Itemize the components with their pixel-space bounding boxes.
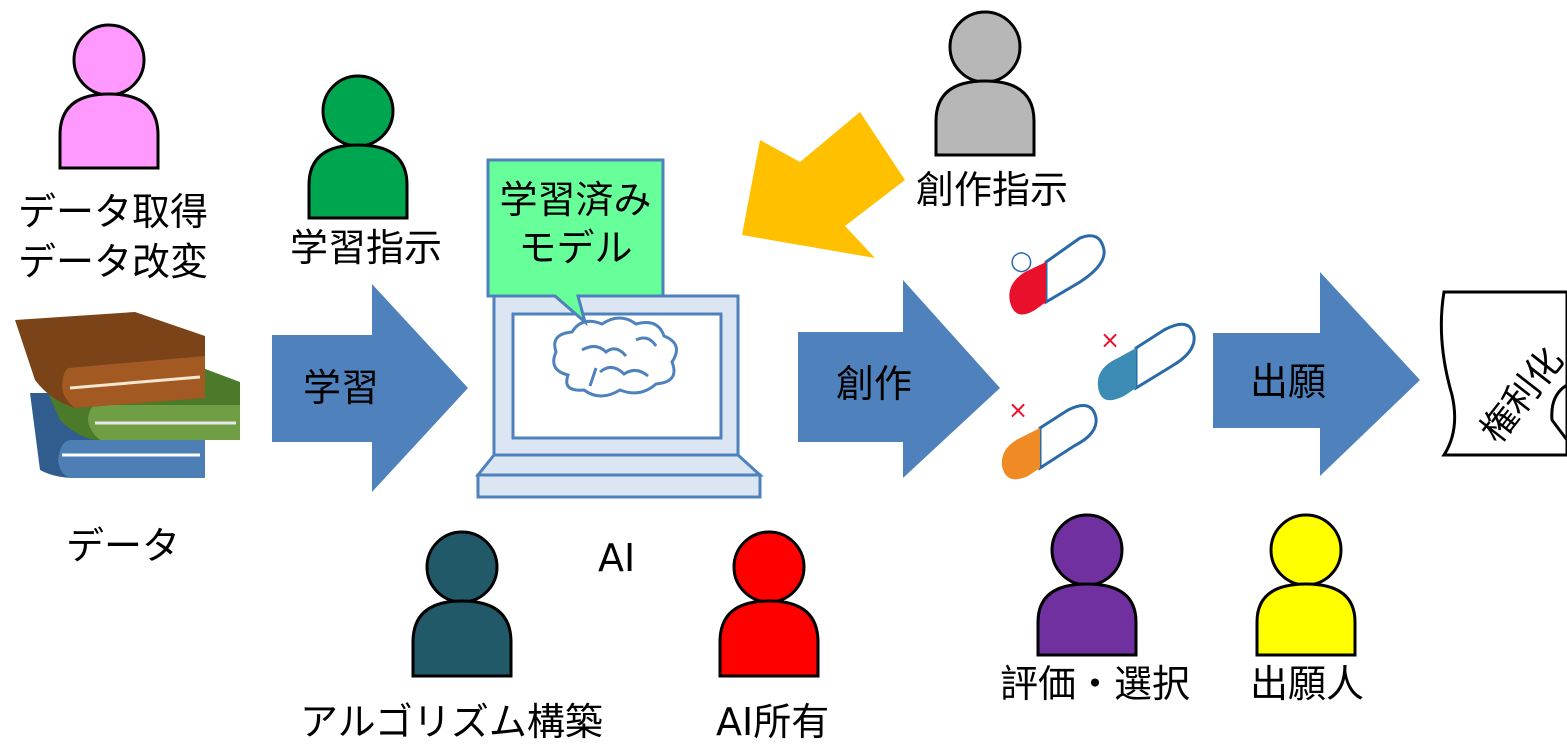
cross-mark-orange: × — [1008, 396, 1029, 424]
data-modify-label: データ改変 — [18, 240, 209, 284]
create-arrow — [798, 280, 1000, 478]
capsule-blue-icon — [1097, 322, 1196, 401]
person-learn-instructor-icon — [307, 74, 409, 220]
trained-model-bubble — [486, 158, 665, 327]
learn-arrow — [272, 284, 468, 492]
trained-model-label: 学習済み モデル — [488, 176, 663, 272]
person-algorithm-builder-icon — [411, 530, 513, 678]
evaluate-label: 評価・選択 — [1000, 662, 1191, 706]
trained-model-line1: 学習済み — [499, 178, 652, 222]
algorithm-label: アルゴリズム構築 — [300, 700, 603, 744]
data-label: データ — [66, 524, 181, 568]
person-ai-owner-icon — [718, 530, 820, 678]
learn-arrow-label: 学習 — [303, 366, 380, 410]
laptop-icon — [474, 294, 764, 499]
create-instruct-label: 創作指示 — [916, 168, 1069, 212]
data-acquire-label: データ取得 — [18, 190, 209, 234]
create-arrow-label: 創作 — [836, 362, 913, 406]
applicant-label: 出願人 — [1250, 662, 1365, 706]
ai-label: AI — [598, 536, 636, 580]
circle-mark: ○ — [1010, 246, 1033, 276]
books-icon — [15, 312, 240, 478]
cross-mark-blue: × — [1100, 326, 1121, 354]
person-data-operator-icon — [58, 23, 160, 170]
trained-model-line2: モデル — [518, 226, 633, 270]
learn-instruct-label: 学習指示 — [290, 226, 443, 270]
brain-icon — [552, 316, 678, 398]
ai-owner-label: AI所有 — [716, 700, 830, 744]
capsule-orange-icon — [1001, 404, 1098, 480]
person-evaluator-icon — [1036, 513, 1138, 657]
person-create-instructor-icon — [934, 10, 1036, 157]
person-applicant-icon — [1255, 513, 1357, 657]
apply-arrow-label: 出願 — [1250, 360, 1327, 404]
create-instruct-arrow — [742, 112, 905, 258]
capsule-red-icon — [1009, 234, 1106, 315]
patent-document-icon — [1439, 290, 1567, 457]
apply-arrow — [1213, 272, 1420, 476]
